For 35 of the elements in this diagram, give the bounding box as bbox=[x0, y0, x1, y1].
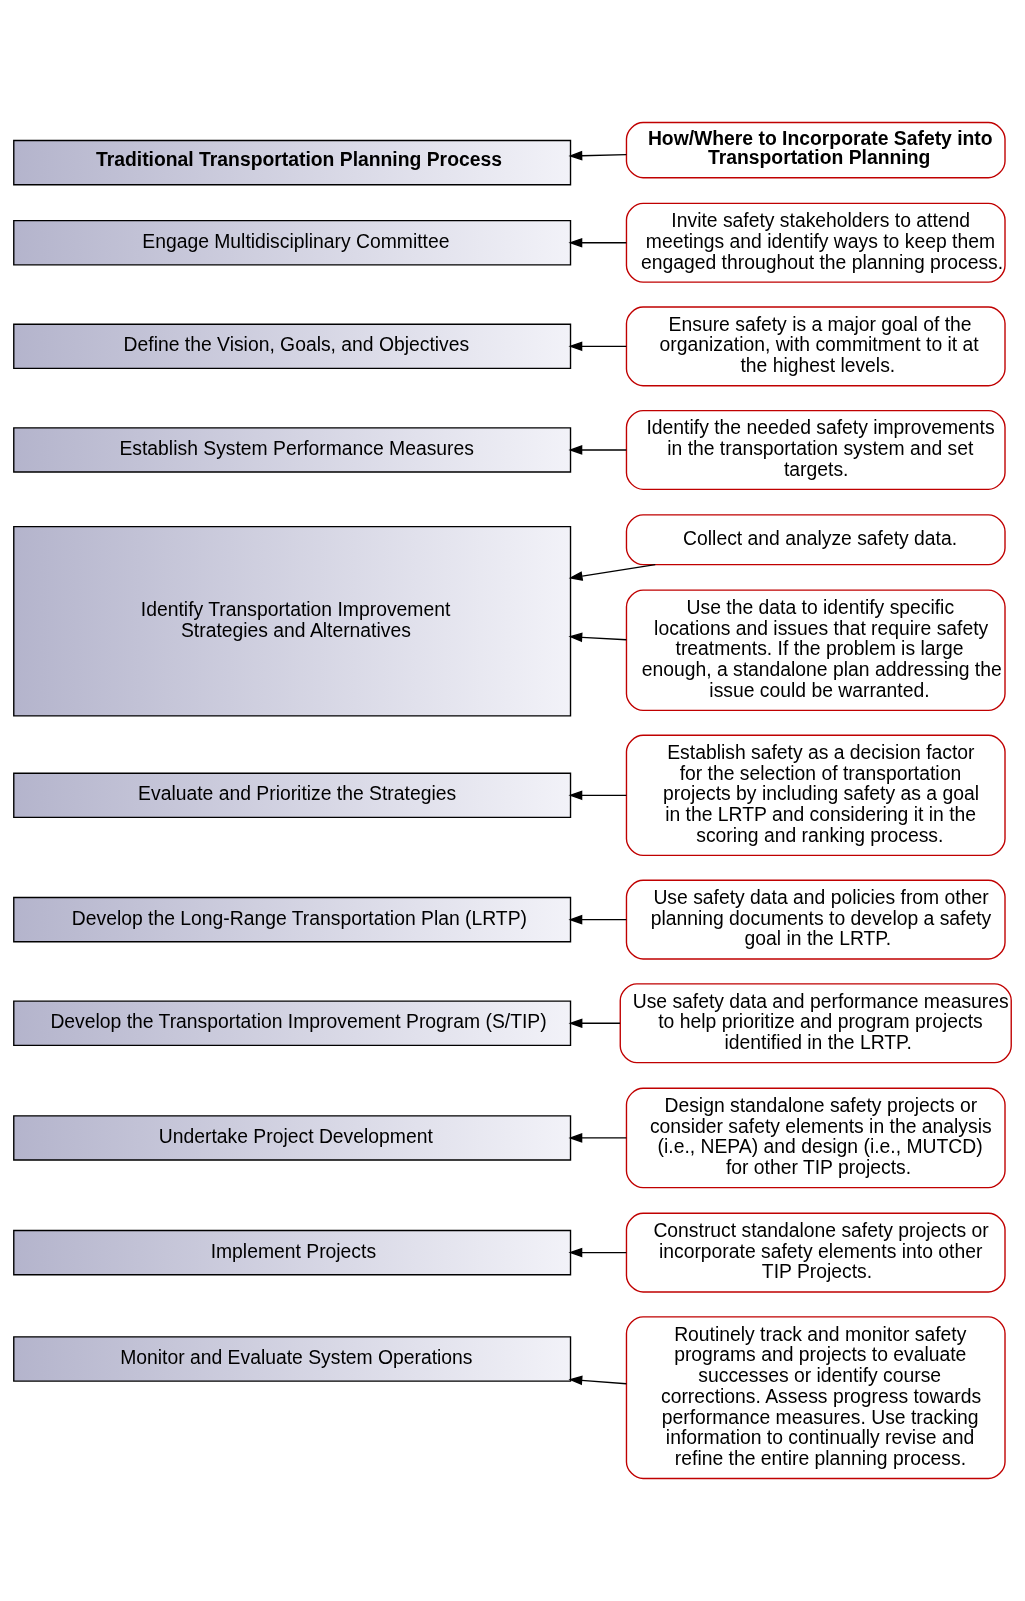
arrow bbox=[568, 1375, 627, 1386]
node-box: Develop the Long-Range Transportation Plan (LRTP) bbox=[13, 896, 572, 943]
node-box: Use safety data and policies from other planning documents to develop a safety goal in the LRTP. bbox=[625, 879, 1006, 960]
arrow bbox=[568, 914, 627, 925]
arrow bbox=[568, 1247, 627, 1258]
arrow bbox=[568, 237, 627, 248]
node-box: Identify Transportation Improvement Strategies and Alternatives bbox=[13, 525, 572, 717]
node-box: Undertake Project Development bbox=[13, 1115, 572, 1161]
arrow bbox=[568, 1133, 627, 1143]
arrow bbox=[568, 445, 627, 455]
node-box: Engage Multidisciplinary Committee bbox=[13, 219, 572, 266]
node-box: Establish safety as a decision factor for the selection of transportation projects by including safety as a goal in the LRTP and considering it in the scoring and ranking process. bbox=[625, 734, 1006, 857]
arrow bbox=[568, 1018, 621, 1029]
node-box: Use safety data and performance measures to help prioritize and program projects identified in the LRTP. bbox=[619, 983, 1012, 1064]
node-box: Develop the Transportation Improvement Program (S/TIP) bbox=[13, 1000, 572, 1047]
arrow bbox=[568, 563, 656, 581]
arrow bbox=[568, 790, 627, 801]
arrow bbox=[568, 632, 627, 643]
node-box: Routinely track and monitor safety programs and projects to evaluate successes or identify course corrections. Assess progress towards performance measures. Use tracking information to continually revise and refine the entire planning process. bbox=[625, 1316, 1006, 1480]
node-box: Monitor and Evaluate System Operations bbox=[13, 1336, 572, 1382]
arrow bbox=[568, 341, 627, 352]
node-box: How/Where to Incorporate Safety into Transportation Planning bbox=[625, 121, 1006, 179]
node-box: Collect and analyze safety data. bbox=[625, 514, 1006, 566]
node-box: Identify the needed safety improvements in the transportation system and set targets. bbox=[625, 409, 1006, 490]
node-box: Invite safety stakeholders to attend meetings and identify ways to keep them engaged throughout the planning process. bbox=[625, 202, 1006, 283]
node-box: Implement Projects bbox=[13, 1229, 572, 1276]
node-box: Evaluate and Prioritize the Strategies bbox=[13, 772, 572, 819]
node-box: Traditional Transportation Planning Process bbox=[13, 139, 572, 186]
node-box: Construct standalone safety projects or incorporate safety elements into other TIP Projects. bbox=[625, 1212, 1006, 1293]
node-box: Define the Vision, Goals, and Objectives bbox=[13, 323, 572, 370]
node-box: Establish System Performance Measures bbox=[13, 427, 572, 473]
node-box: Use the data to identify specific locations and issues that require safety treatments. If the problem is large enough, a standalone plan addressing the issue could be warranted. bbox=[625, 589, 1006, 712]
node-box: Ensure safety is a major goal of the organization, with commitment to it at the highest levels. bbox=[625, 306, 1006, 387]
node-box: Design standalone safety projects or consider safety elements in the analysis (i.e., NEPA) and design (i.e., MUTCD) for other TIP projects. bbox=[625, 1087, 1006, 1189]
arrow bbox=[568, 150, 627, 161]
